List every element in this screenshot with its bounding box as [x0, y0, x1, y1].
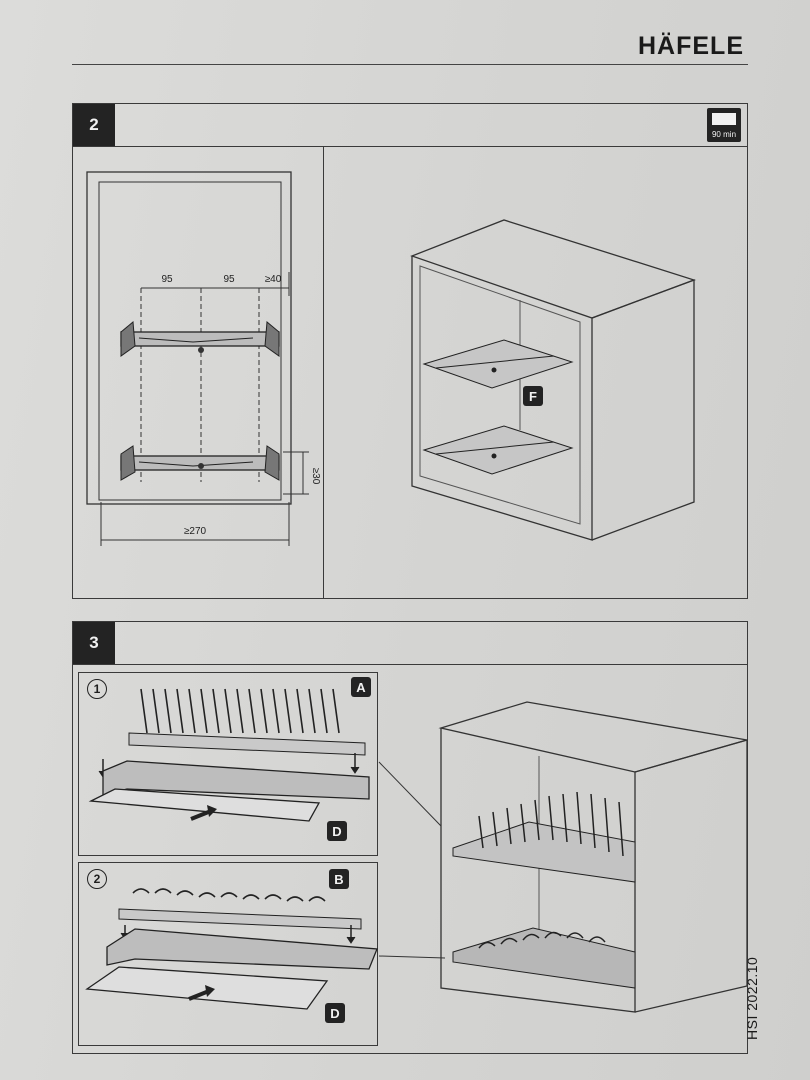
part-label-a: A: [351, 677, 371, 697]
step-number: 2: [73, 104, 115, 146]
step-3-header: 3: [73, 622, 747, 665]
dim-spacing-left: 95: [161, 274, 173, 285]
min-dimension-icon: 90 min: [707, 108, 741, 142]
cabinet-front-drawing: 95 95 ≥40 ≥30 ≥270: [86, 171, 321, 546]
dim-width-min: ≥270: [184, 526, 207, 537]
rail-top: [120, 321, 280, 357]
installed-plate-rack: [452, 791, 636, 883]
substep-2-panel: 2 B D: [78, 862, 378, 1046]
substep-1-panel: 1 A D: [78, 672, 378, 856]
step-3-section: 3 1 A D 2: [72, 621, 748, 1054]
header-rule: [72, 64, 748, 65]
part-label-f: F: [523, 386, 543, 406]
step-2-section: 2 90 min: [72, 103, 748, 599]
plate-rack-assembly-drawing: [88, 688, 370, 822]
step-2-divider: [323, 146, 324, 598]
substep-index: 2: [87, 869, 107, 889]
document-code: HSI 2022.10: [744, 956, 760, 1040]
part-label-b: B: [329, 869, 349, 889]
substep-index: 1: [87, 679, 107, 699]
installed-cabinet-drawing: [378, 701, 748, 1013]
step-number: 3: [73, 622, 115, 664]
dim-spacing-mid: 95: [223, 274, 235, 285]
mounted-rail-upper: [422, 339, 574, 389]
part-label-d: D: [325, 1003, 345, 1023]
dim-spacing-right: ≥40: [265, 274, 282, 285]
installed-bowl-rack: [452, 927, 636, 989]
cabinet-isometric-drawing: [410, 219, 696, 541]
rail-bottom: [120, 445, 280, 481]
min-icon-label: 90 min: [711, 130, 737, 139]
mounted-rail-lower: [422, 425, 574, 475]
step-2-header: 2 90 min: [73, 104, 747, 147]
dim-height-gap: ≥30: [310, 468, 321, 485]
brand-logo: HÄFELE: [638, 32, 744, 60]
bowl-rack-assembly-drawing: [85, 888, 378, 1010]
part-label-d: D: [327, 821, 347, 841]
min-icon-box: [712, 113, 736, 125]
